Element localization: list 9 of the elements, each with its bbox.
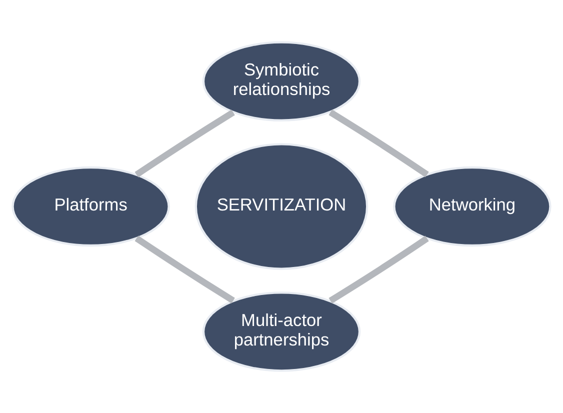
- connector: [328, 109, 429, 178]
- connector: [328, 236, 429, 304]
- node-ellipse: Symbiotic relationships: [202, 41, 361, 122]
- connector: [134, 236, 235, 304]
- node-ellipse: Platforms: [12, 166, 170, 247]
- node-ellipse: Networking: [393, 166, 552, 247]
- node-ellipse: Multi-actor partnerships: [202, 292, 361, 372]
- node-ellipse: SERVITIZATION: [194, 143, 368, 270]
- connector: [134, 110, 235, 178]
